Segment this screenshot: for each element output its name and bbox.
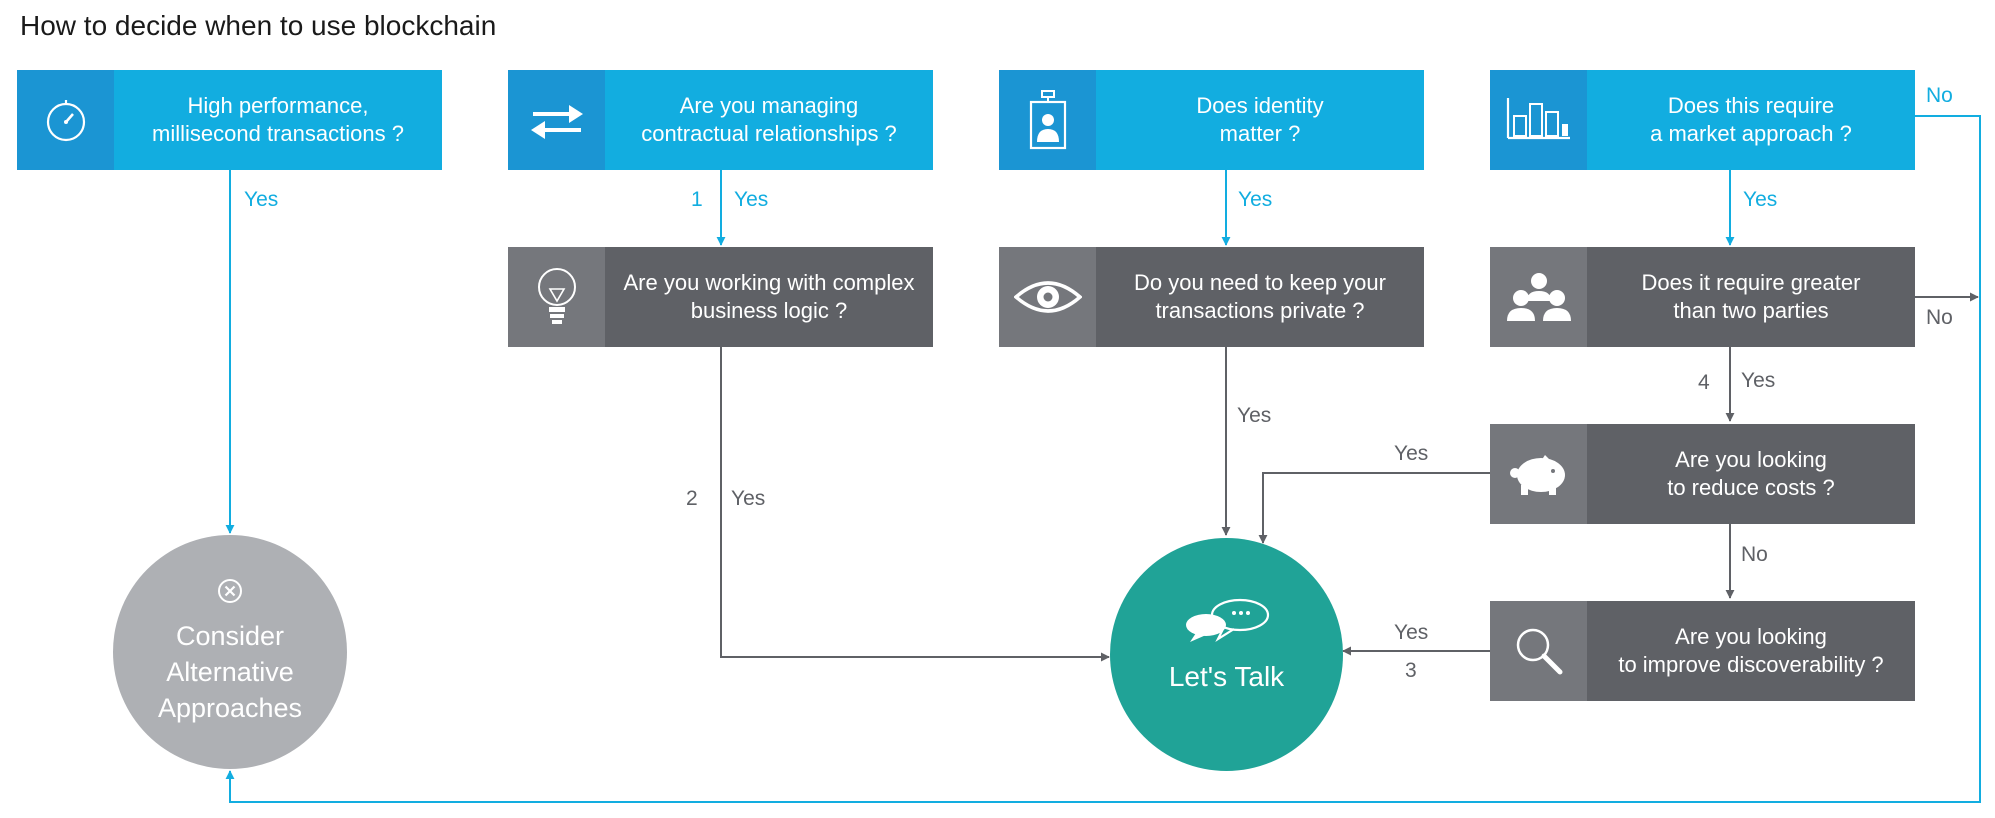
edge-costs-talk: [1258, 472, 1490, 544]
box-private: Do you need to keep your transactions pr…: [999, 247, 1424, 347]
outcome-lets-talk: Let's Talk: [1110, 538, 1343, 771]
label-private-yes: Yes: [1237, 404, 1272, 427]
piggy-bank-icon: [1509, 455, 1565, 495]
label-parties-num: 4: [1698, 371, 1710, 394]
label-identity-yes: Yes: [1238, 188, 1273, 211]
magnifier-icon: [1516, 628, 1562, 675]
box-discover-text: Are you looking to improve discoverabili…: [1618, 624, 1884, 677]
box-identity: Does identity matter ?: [999, 70, 1424, 170]
label-parties-no: No: [1926, 306, 1953, 329]
label-market-yes: Yes: [1743, 188, 1778, 211]
box-parties-text: Does it require greater than two parties: [1641, 270, 1861, 323]
id-badge-icon: [1029, 90, 1066, 150]
label-discover-yes: Yes: [1394, 621, 1429, 644]
eye-icon: [1013, 281, 1082, 313]
edge-logic-talk: [720, 347, 1110, 662]
label-costs-no: No: [1741, 543, 1768, 566]
box-logic: Are you working with complex business lo…: [508, 247, 933, 347]
stopwatch-icon: [46, 100, 85, 142]
lightbulb-icon: [537, 268, 576, 324]
box-market-text: Does this require a market approach ?: [1650, 93, 1852, 146]
box-discover: Are you looking to improve discoverabili…: [1490, 601, 1915, 701]
label-discover-num: 3: [1405, 659, 1417, 682]
outcome-alternative: Consider Alternative Approaches: [113, 535, 347, 769]
label-parties-yes: Yes: [1741, 369, 1776, 392]
box-parties: Does it require greater than two parties: [1490, 247, 1915, 347]
box-contractual: Are you managing contractual relationshi…: [508, 70, 933, 170]
page-title: How to decide when to use blockchain: [20, 10, 497, 41]
label-perf-yes: Yes: [244, 188, 279, 211]
box-private-text: Do you need to keep your transactions pr…: [1134, 270, 1386, 323]
label-costs-yes: Yes: [1394, 442, 1429, 465]
box-contractual-text: Are you managing contractual relationshi…: [641, 93, 897, 146]
edge-market-no-loop: [225, 115, 1981, 803]
label-contract-yes: Yes: [734, 188, 769, 211]
label-contract-num: 1: [691, 188, 703, 211]
box-performance: High performance, millisecond transactio…: [17, 70, 442, 170]
arrows-exchange-icon: [530, 105, 583, 139]
chat-bubbles-icon: [1185, 598, 1269, 642]
close-circle-icon: [218, 579, 242, 603]
bar-chart-icon: [1506, 98, 1570, 140]
label-logic-yes: Yes: [731, 487, 766, 510]
box-costs-text: Are you looking to reduce costs ?: [1667, 447, 1835, 500]
label-market-no: No: [1926, 84, 1953, 107]
people-group-icon: [1506, 273, 1571, 321]
label-logic-num: 2: [686, 487, 698, 510]
box-market: Does this require a market approach ?: [1490, 70, 1915, 170]
box-logic-text: Are you working with complex business lo…: [623, 270, 915, 323]
box-identity-text: Does identity matter ?: [1196, 93, 1324, 146]
box-costs: Are you looking to reduce costs ?: [1490, 424, 1915, 524]
box-performance-text: High performance, millisecond transactio…: [152, 93, 404, 146]
